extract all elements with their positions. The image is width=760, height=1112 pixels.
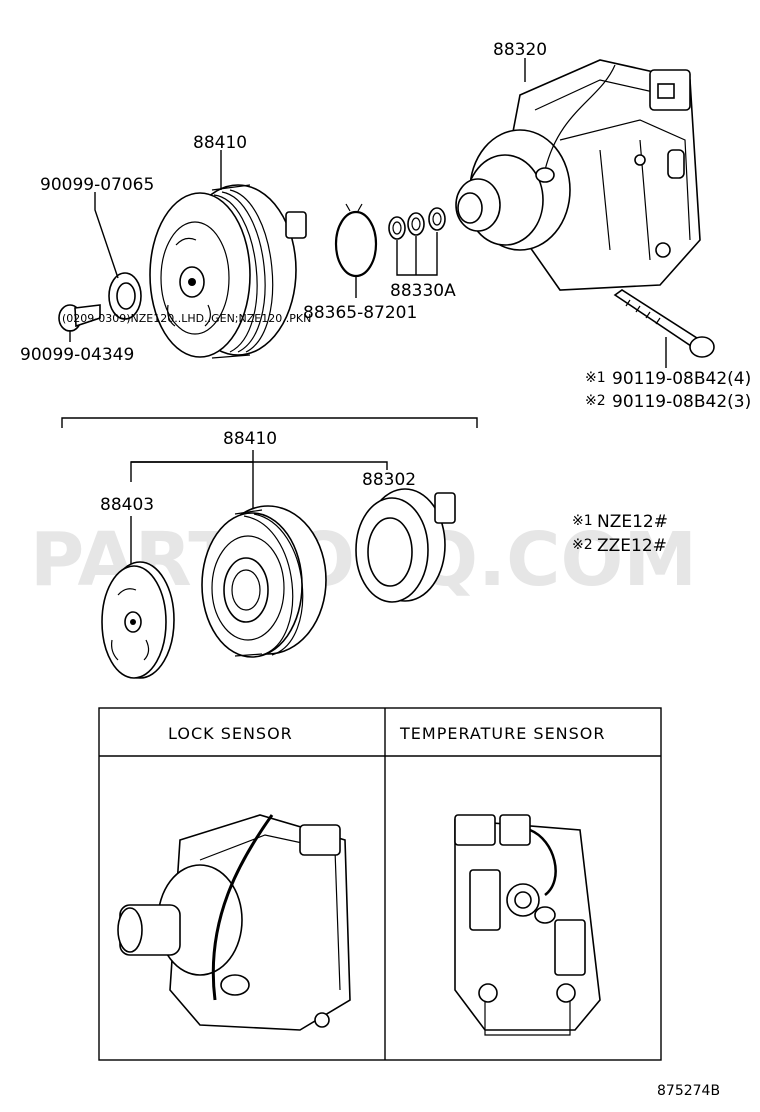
callout-compressor: 88320	[493, 40, 547, 60]
mark-2-top: ※2	[585, 393, 606, 409]
shims-drawing	[388, 207, 446, 240]
figure-number: 875274B	[657, 1083, 720, 1099]
callout-shims: 88330A	[390, 281, 456, 301]
callout-small-bolt: 90099-04349	[20, 345, 134, 365]
callout-pulley-top: 88410	[193, 133, 247, 153]
temperature-sensor-title: TEMPERATURE SENSOR	[399, 724, 606, 743]
lock-sensor-title: LOCK SENSOR	[168, 724, 293, 743]
sensor-boxes-frame	[98, 707, 662, 1061]
callout-hub-plate: 88403	[100, 495, 154, 515]
lock-sensor-compressor-drawing	[117, 814, 351, 1031]
temperature-sensor-compressor-drawing	[454, 814, 601, 1036]
small-bolt-drawing	[58, 304, 101, 332]
mark-1-legend: ※1	[572, 513, 593, 529]
legend-item-2: ZZE12#	[597, 536, 667, 556]
mark-1-top: ※1	[585, 370, 606, 386]
pulley-top-drawing	[149, 184, 307, 359]
snap-ring-drawing	[334, 203, 378, 278]
hub-plate-drawing	[101, 561, 175, 679]
stator-drawing	[355, 488, 456, 603]
callout-stator: 88302	[362, 470, 416, 490]
variant-note: (0209-0309)NZE120..LHD..GEN;NZE120..PKN	[62, 312, 311, 325]
pulley-middle-drawing	[201, 505, 327, 658]
mark-2-legend: ※2	[572, 537, 593, 553]
long-bolt-drawing	[613, 289, 715, 358]
callout-long-bolt-2: 90119-08B42(3)	[612, 392, 751, 412]
callout-washer: 90099-07065	[40, 175, 154, 195]
legend-item-1: NZE12#	[597, 512, 668, 532]
callout-long-bolt-1: 90119-08B42(4)	[612, 369, 751, 389]
callout-pulley-group: 88410	[223, 429, 277, 449]
washer-drawing	[108, 272, 142, 320]
compressor-drawing	[455, 59, 701, 291]
callout-snap-ring: 88365-87201	[303, 303, 417, 323]
